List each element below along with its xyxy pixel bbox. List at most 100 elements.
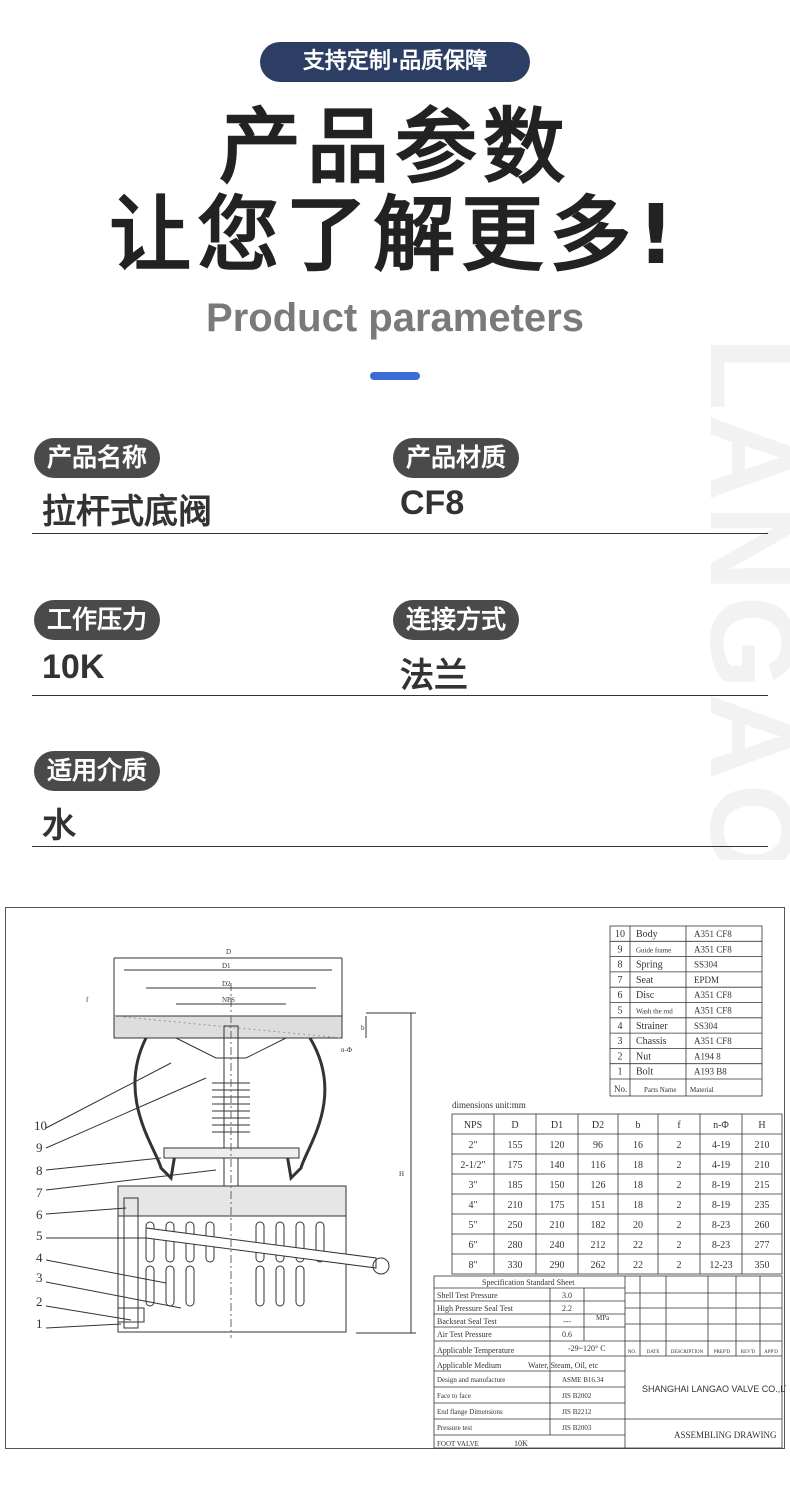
dims-header: D1: [551, 1120, 563, 1131]
dims-cell: 4-19: [712, 1140, 730, 1151]
dim-label-d: D: [226, 948, 231, 956]
rev-header: NO.: [628, 1350, 636, 1355]
parts-header-no: No.: [614, 1084, 627, 1094]
dims-cell: 2: [677, 1220, 682, 1231]
parts-row-no: 2: [618, 1051, 623, 1062]
std-row-label: Face to face: [437, 1392, 471, 1400]
parts-row-name: Disc: [636, 990, 655, 1001]
dims-cell: 151: [591, 1200, 606, 1211]
dims-cell: 215: [755, 1180, 770, 1191]
std-row-label: End flange Dimensions: [437, 1408, 503, 1416]
param-value-material: CF8: [400, 484, 465, 522]
spec-row-label: High Pressure Seal Test: [437, 1304, 514, 1313]
param-label-pressure: 工作压力: [34, 600, 161, 640]
std-row-value: JIS B2003: [562, 1424, 592, 1432]
dims-cell: 18: [633, 1160, 643, 1171]
parts-row-material: A351 CF8: [694, 944, 732, 954]
callout-9: 9: [36, 1140, 43, 1155]
parts-row-no: 10: [615, 929, 625, 940]
param-label-medium: 适用介质: [34, 751, 161, 791]
spec-row-label: Shell Test Pressure: [437, 1291, 498, 1300]
spec-row-label: Air Test Pressure: [437, 1330, 492, 1339]
dim-label-b: b: [361, 1024, 365, 1032]
dims-cell: 155: [508, 1140, 523, 1151]
parts-row-name: Strainer: [636, 1021, 668, 1032]
spec-row-label: Backseat Seal Test: [437, 1317, 497, 1326]
param-value-pressure: 10K: [42, 648, 105, 686]
chassis: [117, 1185, 347, 1217]
lever-eye: [372, 1257, 390, 1275]
drawing-title: ASSEMBLING DRAWING: [674, 1430, 777, 1440]
std-row-value: ASME B16.34: [562, 1376, 604, 1384]
parts-row-name: Nut: [636, 1051, 651, 1062]
brand-watermark: LANGAO: [700, 337, 790, 860]
spec-title: Specification Standard Sheet: [482, 1278, 575, 1287]
dims-cell: 16: [633, 1140, 643, 1151]
callout-5: 5: [36, 1228, 43, 1243]
callout-4: 4: [36, 1250, 43, 1265]
dims-header: n-Φ: [713, 1120, 729, 1131]
part-callouts: 10 9 8 7 6 5 4 3 2 1: [34, 1118, 47, 1331]
callout-8: 8: [36, 1163, 43, 1178]
std-row-label: Design and manufacture: [437, 1376, 505, 1384]
dims-header: D2: [592, 1120, 604, 1131]
dims-cell: 8": [468, 1260, 477, 1271]
rev-header: DATE: [647, 1350, 660, 1355]
parts-row-name: Bolt: [636, 1067, 653, 1078]
dims-cell: 2: [677, 1140, 682, 1151]
dims-cell: 3": [468, 1180, 477, 1191]
dims-cell: 150: [550, 1180, 565, 1191]
parts-row-name: Chassis: [636, 1036, 667, 1047]
dims-cell: 182: [591, 1220, 606, 1231]
medium-value: Water, Steam, Oil, etc: [528, 1361, 599, 1370]
parts-row-material: EPDM: [694, 975, 719, 985]
parts-header-material: Material: [690, 1086, 714, 1094]
valve-section-view: [45, 957, 416, 1338]
assembly-drawing: D D1 D2 NPS f b n-Φ H 10 9 8 7 6 5 4 3 2…: [5, 907, 786, 1449]
dims-cell: 8-19: [712, 1180, 730, 1191]
dims-cell: 5": [468, 1220, 477, 1231]
parts-row-material: A351 CF8: [694, 1036, 732, 1046]
parts-row-no: 7: [618, 975, 623, 986]
std-row-value: JIS B2002: [562, 1392, 592, 1400]
footer-rating: 10K: [514, 1439, 528, 1448]
param-label-connection: 连接方式: [393, 600, 520, 640]
page-title: 产品参数: [218, 100, 571, 195]
parts-header-name: Parts Name: [644, 1086, 676, 1094]
divider: [32, 846, 768, 847]
parts-row-name: Wash the rod: [636, 1008, 673, 1016]
dims-cell: 330: [508, 1260, 523, 1271]
footer-name: FOOT VALVE: [437, 1440, 479, 1448]
parts-row-no: 8: [618, 960, 623, 971]
parts-row-no: 3: [618, 1036, 623, 1047]
dims-cell: 96: [593, 1140, 603, 1151]
custom-quality-badge: 支持定制·品质保障: [260, 42, 530, 82]
parts-row-material: A351 CF8: [694, 1006, 732, 1016]
dims-cell: 20: [633, 1220, 643, 1231]
rev-header: PREP'D: [714, 1350, 731, 1355]
parts-row-name: Guide frame: [636, 946, 671, 954]
dims-cell: 126: [591, 1180, 606, 1191]
dims-header: H: [758, 1120, 765, 1131]
param-value-product-name: 拉杆式底阀: [42, 492, 212, 532]
dims-cell: 175: [550, 1200, 565, 1211]
dims-cell: 240: [550, 1240, 565, 1251]
dims-cell: 350: [755, 1260, 770, 1271]
parts-row-material: A351 CF8: [694, 929, 732, 939]
dims-cell: 4-19: [712, 1160, 730, 1171]
dims-cell: 2: [677, 1260, 682, 1271]
lever-rod: [145, 1227, 377, 1269]
spec-row-value: ---: [563, 1317, 571, 1326]
dims-header: D: [511, 1120, 518, 1131]
dims-cell: 290: [550, 1260, 565, 1271]
callout-6: 6: [36, 1207, 43, 1222]
dims-cell: 175: [508, 1160, 523, 1171]
dims-cell: 2: [677, 1160, 682, 1171]
dims-cell: 2: [677, 1180, 682, 1191]
dims-cell: 6": [468, 1240, 477, 1251]
param-value-medium: 水: [42, 806, 76, 846]
callout-7: 7: [36, 1185, 43, 1200]
parts-row-no: 6: [618, 990, 623, 1001]
dim-label-f: f: [86, 996, 89, 1004]
dims-cell: 2: [677, 1240, 682, 1251]
